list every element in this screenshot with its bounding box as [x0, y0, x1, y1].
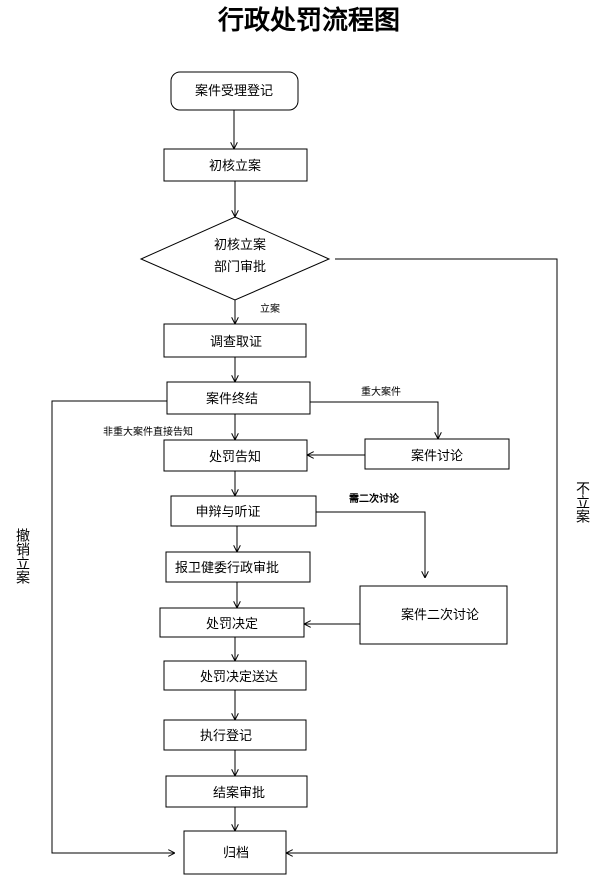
arrow-not-filed-to-archive	[286, 258, 558, 853]
arrow-conclude-to-discussion	[310, 401, 438, 439]
node-decision-label: 处罚决定	[206, 617, 258, 632]
arrow-defense-to-second-discussion	[316, 511, 425, 578]
node-discussion: 案件讨论	[364, 438, 510, 470]
node-report-label: 报卫健委行政审批	[175, 561, 279, 576]
edge-label-revoke: 撤销立案	[14, 528, 30, 584]
node-second-discussion: 案件二次讨论	[359, 585, 508, 645]
node-defense-label: 申辩与听证	[195, 505, 260, 520]
node-dept-approval: 初核立案 部门审批	[139, 216, 331, 301]
node-delivery: 处罚决定送达	[163, 660, 307, 691]
node-execute-label: 执行登记	[200, 729, 252, 744]
edge-label-need-second: 需二次讨论	[349, 492, 400, 505]
node-discussion-label: 案件讨论	[411, 449, 463, 464]
page-title: 行政处罚流程图	[217, 5, 400, 36]
node-notify: 处罚告知	[163, 439, 308, 472]
edge-label-not-filed: 不立案	[574, 481, 590, 523]
node-investigate: 调查取证	[163, 323, 307, 358]
node-initial-file: 初核立案	[163, 148, 308, 182]
edge-label-file-case: 立案	[260, 302, 280, 315]
node-delivery-label: 处罚决定送达	[200, 670, 278, 685]
node-archive: 归档	[183, 830, 287, 875]
node-notify-label: 处罚告知	[209, 449, 261, 465]
node-accept: 案件受理登记	[170, 71, 299, 111]
node-decision: 处罚决定	[159, 607, 305, 638]
node-report: 报卫健委行政审批	[165, 551, 311, 583]
node-close-approval-label: 结案审批	[213, 786, 265, 801]
node-close-approval: 结案审批	[165, 775, 308, 808]
node-archive-label: 归档	[223, 846, 249, 861]
node-dept-approval-line2: 部门审批	[214, 260, 266, 275]
node-accept-label: 案件受理登记	[195, 84, 273, 99]
node-investigate-label: 调查取证	[210, 335, 262, 350]
edge-label-major-case: 重大案件	[361, 385, 401, 398]
node-initial-file-label: 初核立案	[209, 159, 261, 174]
node-defense: 申辩与听证	[170, 495, 317, 527]
node-dept-approval-line1: 初核立案	[214, 238, 266, 253]
node-conclude: 案件终结	[166, 381, 311, 415]
arrow-revoke-to-archive	[51, 400, 175, 853]
node-conclude-label: 案件终结	[206, 391, 258, 407]
connectors	[51, 110, 558, 853]
node-execute: 执行登记	[163, 719, 307, 751]
node-second-discussion-label: 案件二次讨论	[401, 607, 479, 623]
edge-label-non-major: 非重大案件直接告知	[103, 425, 193, 438]
